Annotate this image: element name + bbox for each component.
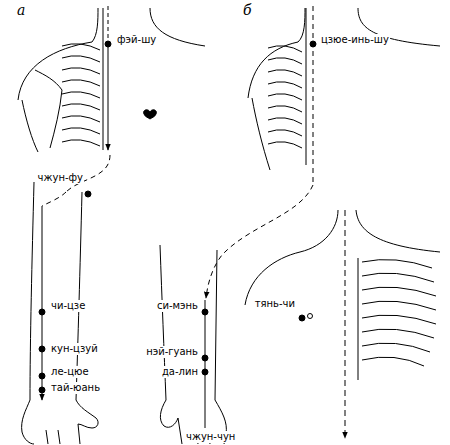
- point-name: цзюе-инь-шу: [320, 34, 390, 46]
- panel-letter: б: [242, 2, 253, 18]
- point-name: чжун-фу: [37, 172, 84, 184]
- point-name: си-мэнь: [156, 300, 199, 312]
- point-name: чи-цзе: [50, 300, 86, 312]
- panel-letter: а: [16, 2, 26, 18]
- point-name: нэй-гуань: [145, 346, 199, 358]
- point-name: фэй-шу: [116, 34, 157, 46]
- point-name: чжун-чун: [185, 431, 236, 443]
- point-name: тянь-чи: [254, 298, 296, 310]
- point-name: да-лин: [161, 366, 199, 378]
- point-name: кун-цзуй: [50, 343, 99, 355]
- point-name: ле-цюе: [50, 366, 90, 378]
- point-name: тай-юань: [50, 382, 101, 394]
